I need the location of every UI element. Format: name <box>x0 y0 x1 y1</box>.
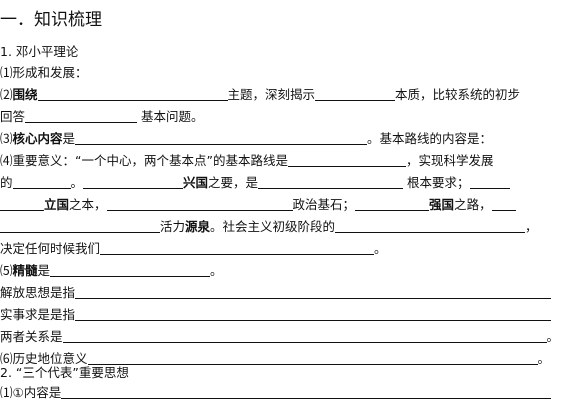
line-essence: ⑸精髓是 。 <box>0 263 566 279</box>
bold-term-yuanquan: 源泉 <box>185 219 211 234</box>
line-text: ⑷重要意义：“一个中心，两个基本点”的基本路线是 <box>0 153 288 168</box>
line-text: 。基本路线的内容是： <box>367 131 493 146</box>
fill-blank[interactable] <box>0 198 44 211</box>
line-text: 。 <box>70 175 84 190</box>
line-seek-truth: 实事求是是指 <box>0 307 566 323</box>
line-text: 两者关系是 <box>0 329 63 344</box>
fill-blank[interactable] <box>83 176 184 189</box>
formation-development-label: ⑴形成和发展： <box>0 65 88 80</box>
line-text: 本质，比较系统的初步 <box>395 87 521 102</box>
line-text: ， <box>525 219 538 234</box>
fill-blank[interactable] <box>335 220 526 233</box>
line-relationship: 两者关系是 。 <box>0 329 566 345</box>
line-text: 。 <box>546 329 560 344</box>
fill-blank[interactable] <box>106 198 293 211</box>
line-text: 之路， <box>454 197 492 212</box>
line-text: 之要，是 <box>208 175 259 190</box>
item-marker: ⑵ <box>0 87 13 102</box>
line-text: 主题，深刻揭示 <box>227 87 316 102</box>
line-significance: ⑷重要意义：“一个中心，两个基本点”的基本路线是 ，实现科学发展 <box>0 153 566 169</box>
fill-blank[interactable] <box>258 176 404 189</box>
line-liguo: 立国之本， 政治基石； 强国之路， <box>0 197 566 213</box>
line-text: 回答 <box>0 109 26 124</box>
line-text: 的 <box>0 175 13 190</box>
fill-blank[interactable] <box>491 198 516 211</box>
fill-blank[interactable] <box>287 154 406 167</box>
line-text: 是 <box>37 263 51 278</box>
line-text: 。 <box>210 263 223 278</box>
line-basic-questions: 回答 基本问题。 <box>0 109 566 125</box>
fill-blank[interactable] <box>355 198 430 211</box>
fill-blank[interactable] <box>87 352 538 365</box>
fill-blank[interactable] <box>37 88 228 101</box>
fill-blank[interactable] <box>62 330 547 343</box>
bold-term-jingsui: 精髓 <box>12 263 38 278</box>
line-text: ⑹历史地位意义 <box>0 351 88 366</box>
line-text: 。社会主义初级阶段的 <box>210 219 336 234</box>
line-text: 基本问题。 <box>137 109 204 124</box>
fill-blank[interactable] <box>25 110 138 123</box>
fill-blank[interactable] <box>469 176 510 189</box>
fill-blank[interactable] <box>12 176 71 189</box>
fill-blank[interactable] <box>75 132 368 145</box>
line-content: ⑴①内容是 <box>0 385 566 401</box>
bold-term-core-content: 核心内容 <box>12 131 63 146</box>
fill-blank[interactable] <box>315 88 396 101</box>
line-theme: ⑵围绕 主题，深刻揭示 本质，比较系统的初步 <box>0 87 566 103</box>
fill-blank[interactable] <box>75 308 552 321</box>
bold-term-weirao: 围绕 <box>12 87 38 102</box>
item-marker: ⑸ <box>0 263 13 278</box>
line-text: 之本， <box>69 197 107 212</box>
bold-term-liguo: 立国 <box>44 197 70 212</box>
fill-blank[interactable] <box>50 264 211 277</box>
line-text: 解放思想是指 <box>0 285 76 300</box>
line-text: 决定任何时候我们 <box>0 241 101 256</box>
line-text: 。 <box>537 351 551 366</box>
section-title: 一．知识梳理 <box>0 10 102 30</box>
line-text: ，实现科学发展 <box>405 153 494 168</box>
line-text: 活力 <box>160 219 186 234</box>
line-text: 。 <box>374 241 387 256</box>
bold-term-qiangguo: 强国 <box>429 197 455 212</box>
heading-three-represents: 2. “三个代表”重要思想 <box>0 365 129 380</box>
line-historical-status: ⑹历史地位意义 。 <box>0 351 566 367</box>
item-marker: ⑶ <box>0 131 13 146</box>
bold-term-xingguo: 兴国 <box>183 175 209 190</box>
line-text: 实事求是是指 <box>0 307 76 322</box>
fill-blank[interactable] <box>61 386 552 399</box>
line-text: 政治基石； <box>292 197 356 212</box>
line-vitality: 活力源泉。社会主义初级阶段的 ， <box>0 219 566 235</box>
heading-deng-xiaoping-theory: 1. 邓小平理论 <box>0 44 79 59</box>
fill-blank[interactable] <box>75 286 552 299</box>
line-text: 根本要求； <box>403 175 470 190</box>
fill-blank[interactable] <box>0 220 160 233</box>
line-core-content: ⑶核心内容是 。基本路线的内容是： <box>0 131 566 147</box>
line-decision: 决定任何时候我们 。 <box>0 241 566 257</box>
fill-blank[interactable] <box>100 242 375 255</box>
line-emancipate-mind: 解放思想是指 <box>0 285 566 301</box>
line-text: ⑴①内容是 <box>0 385 62 400</box>
line-xingguo: 的 。 兴国之要，是 根本要求； <box>0 175 566 191</box>
line-text: 是 <box>62 131 76 146</box>
